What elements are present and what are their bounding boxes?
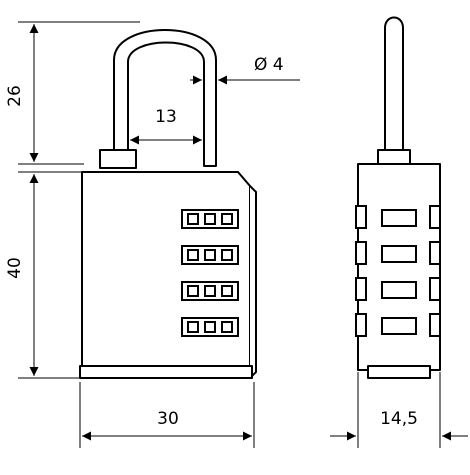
dim-shackle-diameter: Ø 4 (190, 55, 300, 85)
side-lock-body (357, 163, 441, 371)
front-view (79, 29, 257, 379)
dim-label-body-width: 30 (157, 409, 179, 429)
side-body-base (367, 365, 431, 379)
dim-body-thickness: 14,5 (330, 372, 468, 448)
front-combination-dials (181, 209, 239, 337)
dim-label-shackle-height: 26 (5, 85, 25, 107)
dim-label-body-thickness: 14,5 (380, 409, 418, 429)
dim-label-shackle-diameter: Ø 4 (254, 55, 284, 75)
dim-body-height: 40 (5, 174, 39, 376)
dim-label-shackle-inner-width: 13 (155, 107, 177, 127)
front-body-shadow (249, 185, 257, 379)
side-shackle-collar (377, 149, 411, 165)
dim-body-width: 30 (79, 382, 255, 448)
side-combination-dials (355, 205, 441, 337)
side-view (355, 16, 441, 379)
dim-label-body-height: 40 (5, 257, 25, 279)
dim-shackle-height: 26 (5, 24, 39, 162)
front-shackle (113, 29, 217, 167)
dim-shackle-inner-width: 13 (130, 107, 202, 145)
side-shackle (384, 16, 404, 161)
front-body-base (79, 365, 253, 379)
front-lock-body (81, 171, 251, 379)
front-shackle-collar (99, 149, 137, 169)
